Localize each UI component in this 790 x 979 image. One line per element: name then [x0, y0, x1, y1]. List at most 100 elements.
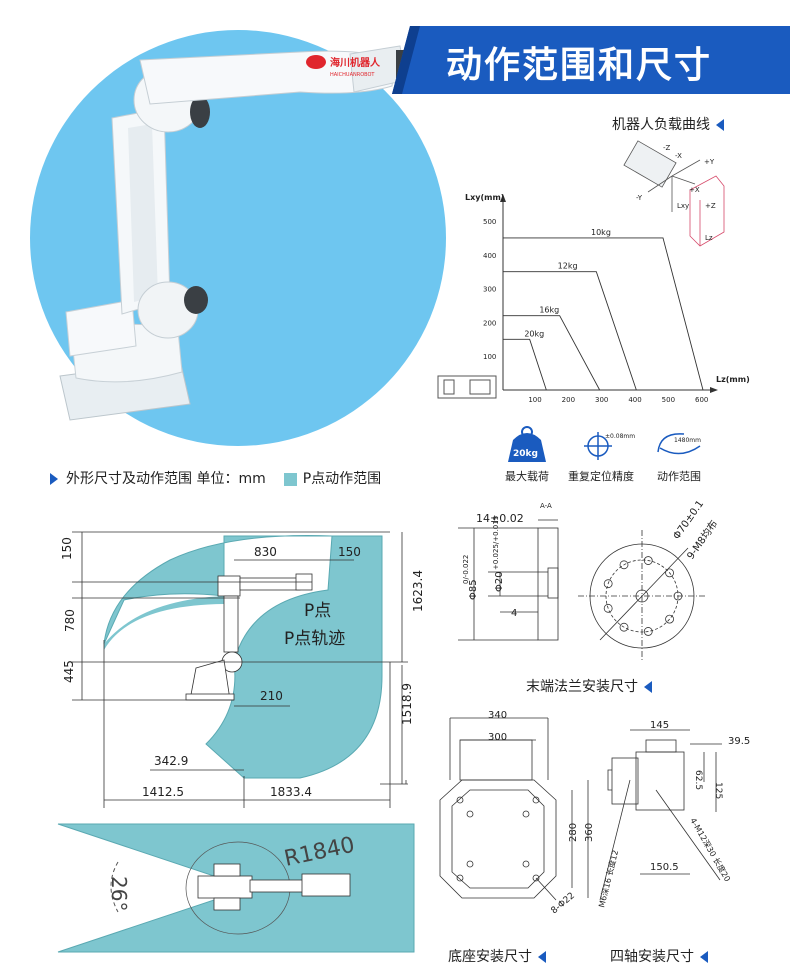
- axis-pos-y: +Y: [704, 158, 715, 166]
- bolt-hole: [665, 568, 674, 578]
- bolt-hole: [619, 622, 629, 632]
- axis4-m12-label: 4-M12深30 长度20: [688, 816, 733, 883]
- top-view-diagram: R1840 26°: [57, 823, 415, 953]
- base-holes-label: 8-Φ22: [550, 891, 578, 916]
- axis-pos-z: +Z: [705, 202, 716, 210]
- bolt-hole: [643, 627, 653, 636]
- axes-insert-sketch: [623, 140, 725, 247]
- range-icon: [657, 433, 701, 455]
- flange-dim-20-tol: +0.025/+0.015: [492, 516, 500, 570]
- logo-subtext: HAICHUANROBOT: [330, 72, 375, 78]
- dim-342: 342.9: [154, 754, 188, 768]
- y-axis-label: Lxy(mm): [465, 193, 504, 202]
- axis-neg-z: -Z: [663, 144, 671, 152]
- y-tick-label: 200: [483, 319, 496, 327]
- axis4-dim-145: 145: [650, 720, 669, 731]
- legend-swatch: [283, 472, 297, 486]
- logo-text: 海川机器人: [330, 56, 381, 69]
- flange-aa: A-A: [540, 502, 552, 510]
- dim-150-b: 150: [338, 545, 361, 559]
- base-dim-280: 280: [568, 823, 579, 842]
- bolt-hole: [643, 556, 653, 565]
- flange-dim-20: Φ20: [494, 571, 505, 592]
- caption-arrow-icon: [716, 119, 724, 131]
- bolt-hole: [619, 560, 629, 570]
- dim-1518: 1518.9: [400, 683, 414, 725]
- spec-badge-accuracy: ±0.08mm: [605, 433, 635, 440]
- bolt-hole: [673, 591, 683, 601]
- series-line-16kg: [503, 315, 601, 391]
- top-angle-label: 26°: [107, 876, 131, 911]
- caption-arrow-icon: [700, 951, 708, 963]
- flange-dim-85: Φ85: [468, 579, 479, 600]
- axis4-dim-150: 150.5: [650, 862, 679, 873]
- spec-badge-weight: 20kg: [513, 449, 538, 459]
- page-title: 动作范围和尺寸: [446, 45, 713, 86]
- base-drawing: [439, 717, 589, 901]
- axis-pos-x: +X: [689, 186, 700, 194]
- y-tick-label: 400: [483, 252, 496, 260]
- axis4-dim-125: 125: [713, 782, 723, 799]
- caption-arrow-icon: [50, 473, 58, 485]
- label-p-point: P点: [304, 601, 331, 621]
- x-tick-label: 300: [595, 396, 608, 404]
- axis4-drawing: [599, 729, 722, 901]
- flange-dim-85-tol: 0/-0.022: [462, 555, 470, 584]
- axis-neg-y: -Y: [636, 194, 643, 202]
- dim-150-a: 150: [60, 537, 74, 560]
- y-tick-label: 300: [483, 286, 496, 294]
- series-label: 20kg: [524, 329, 544, 338]
- x-axis-label: Lz(mm): [716, 375, 750, 384]
- dim-1412: 1412.5: [142, 785, 184, 799]
- base-caption: 底座安装尺寸: [448, 946, 546, 966]
- base-dim-360: 360: [584, 823, 595, 842]
- axis4-caption: 四轴安装尺寸: [610, 946, 708, 966]
- motion-range-diagram: 150 830 150 1623.4 780 445 210 1518.9 34…: [60, 531, 425, 808]
- flange-drawing: [458, 519, 706, 660]
- series-line-12kg: [503, 271, 637, 391]
- y-tick-label: 100: [483, 353, 496, 361]
- title-banner: [392, 26, 790, 94]
- load-chart-caption: 机器人负载曲线: [612, 114, 724, 134]
- dim-445: 445: [62, 660, 76, 683]
- axis-neg-x: -X: [675, 152, 682, 160]
- axis4-dim-62: 62.5: [693, 770, 703, 790]
- x-tick-label: 100: [528, 396, 541, 404]
- y-tick-label: 500: [483, 218, 496, 226]
- flange-caption: 末端法兰安装尺寸: [526, 676, 652, 696]
- base-dim-300: 300: [488, 732, 507, 743]
- x-tick-label: 600: [695, 396, 708, 404]
- axis-lxy: Lxy: [677, 202, 689, 210]
- series-label: 16kg: [539, 306, 559, 315]
- bolt-hole: [665, 614, 674, 624]
- series-label: 10kg: [591, 228, 611, 237]
- axis4-m6-label: M6深16 长度12: [596, 849, 620, 909]
- x-tick-label: 500: [662, 396, 675, 404]
- spec-label-accuracy: 重复定位精度: [568, 470, 634, 483]
- flange-holes: [603, 556, 683, 636]
- dim-780: 780: [63, 609, 77, 632]
- axis4-dim-39: 39.5: [728, 736, 750, 747]
- dim-1623: 1623.4: [411, 570, 425, 612]
- spec-label-range: 动作范围: [657, 470, 701, 483]
- legend-label: P点动作范围: [302, 471, 382, 487]
- crosshair-icon: [584, 432, 612, 460]
- robot-illustration: 海川机器人 HAICHUANROBOT: [59, 45, 407, 421]
- gripper-sketch: [437, 375, 497, 399]
- flange-dim-4: 4: [511, 608, 517, 619]
- label-p-track: P点轨迹: [284, 629, 345, 649]
- base-dim-340: 340: [488, 710, 507, 721]
- flange-dim-14: 14±0.02: [476, 512, 524, 525]
- dim-210: 210: [260, 689, 283, 703]
- series-line-10kg: [503, 237, 704, 391]
- spec-label-weight: 最大载荷: [505, 470, 549, 483]
- axis-lz: Lz: [705, 234, 713, 242]
- dim-1833: 1833.4: [270, 785, 312, 799]
- caption-arrow-icon: [538, 951, 546, 963]
- bolt-hole: [603, 603, 613, 613]
